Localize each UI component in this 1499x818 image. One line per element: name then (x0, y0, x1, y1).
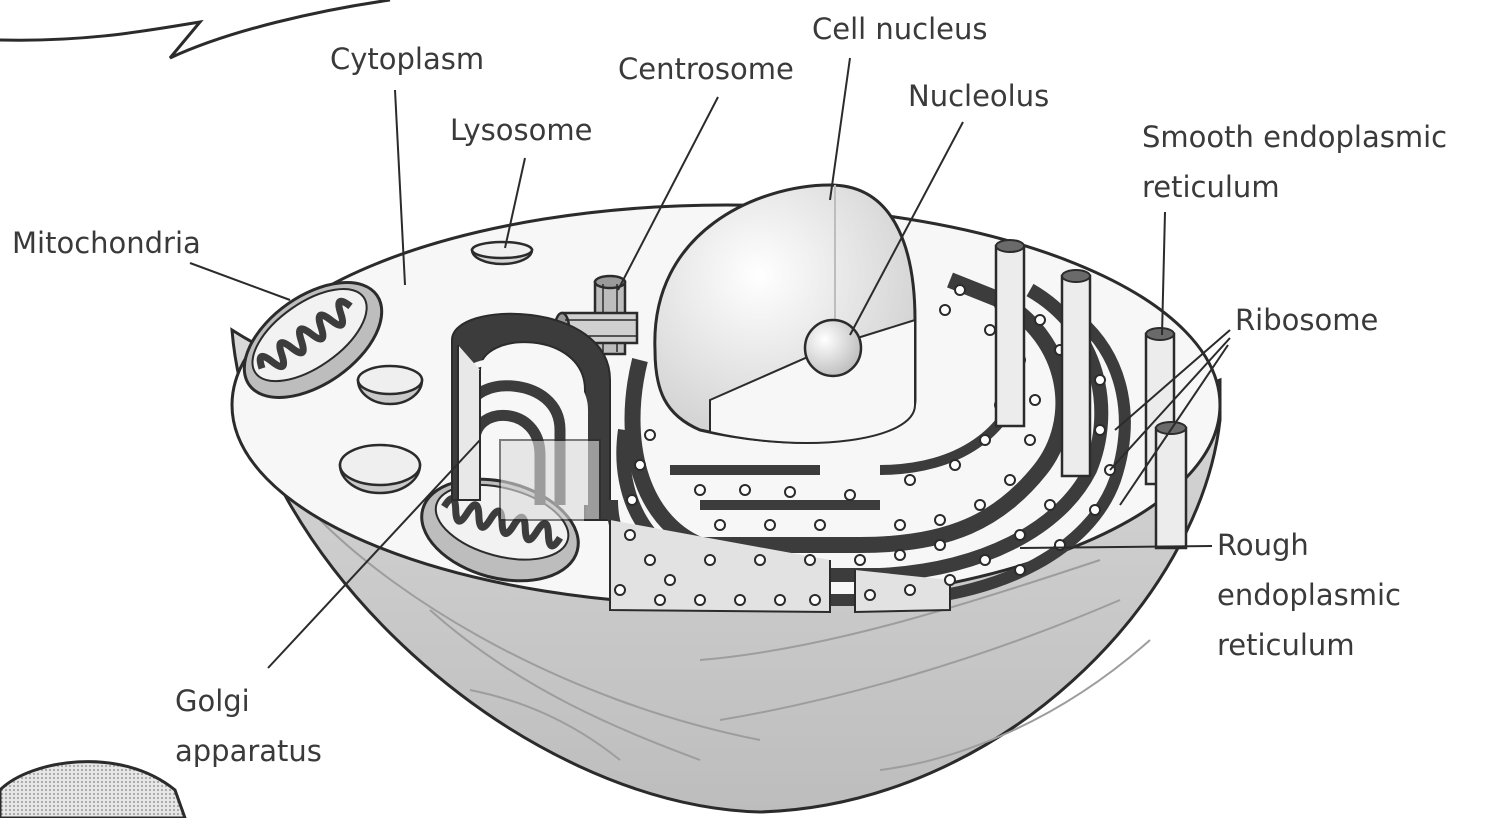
label-smooth-er: Smooth endoplasmic reticulum (1142, 112, 1447, 212)
label-ribosome: Ribosome (1235, 295, 1378, 345)
vesicle-2 (340, 445, 420, 493)
lysosome (472, 242, 532, 264)
label-cytoplasm: Cytoplasm (330, 34, 484, 84)
leader-cell-nucleus (830, 58, 850, 200)
label-golgi-line-1: Golgi (175, 676, 322, 726)
vesicle-1 (358, 366, 422, 404)
label-cell-nucleus: Cell nucleus (812, 4, 988, 54)
label-golgi: Golgi apparatus (175, 676, 322, 776)
label-rough-er-line-3: reticulum (1217, 620, 1401, 670)
label-rough-er-line-2: endoplasmic (1217, 570, 1401, 620)
label-rough-er: Rough endoplasmic reticulum (1217, 520, 1401, 670)
label-smooth-er-line-2: reticulum (1142, 162, 1447, 212)
label-rough-er-line-1: Rough (1217, 520, 1401, 570)
label-golgi-line-2: apparatus (175, 726, 322, 776)
leader-mitochondria (190, 263, 290, 300)
label-mitochondria: Mitochondria (12, 218, 201, 268)
label-lysosome: Lysosome (450, 105, 592, 155)
label-nucleolus: Nucleolus (908, 71, 1049, 121)
label-smooth-er-line-1: Smooth endoplasmic (1142, 112, 1447, 162)
label-centrosome: Centrosome (618, 44, 794, 94)
textured-blob-fragment (0, 762, 185, 818)
